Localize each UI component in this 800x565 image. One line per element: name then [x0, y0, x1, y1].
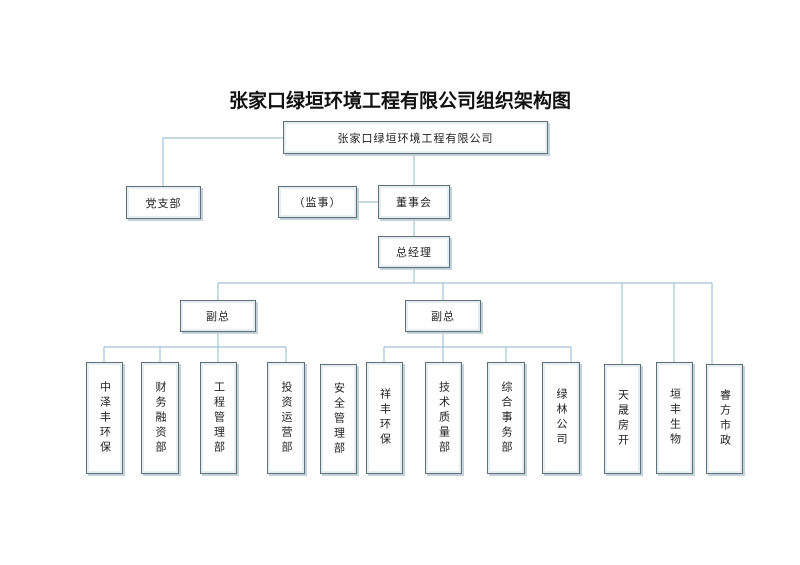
node-vice-president-2: 副总 [405, 300, 481, 332]
node-supervisor: （监事） [278, 186, 357, 218]
node-dept-finance: 财务融资部 [141, 362, 179, 474]
node-party-branch: 党支部 [126, 186, 201, 219]
node-vice-president-1: 副总 [180, 300, 256, 332]
node-dept-lulin: 绿林公司 [542, 362, 580, 474]
node-dept-engineering: 工程管理部 [200, 362, 237, 474]
node-general-manager: 总经理 [378, 236, 450, 268]
node-dept-zhongzefeng: 中泽丰环保 [86, 362, 123, 474]
node-dept-general-affairs: 综合事务部 [487, 362, 525, 474]
node-sub-yuanfeng: 垣丰生物 [656, 362, 693, 474]
node-company: 张家口绿垣环境工程有限公司 [283, 121, 548, 154]
chart-title: 张家口绿垣环境工程有限公司组织架构图 [228, 90, 571, 112]
node-dept-xiangfeng: 祥丰环保 [366, 362, 403, 474]
node-dept-investment: 投资运营部 [267, 362, 305, 474]
connector-company-party [162, 137, 283, 186]
node-board: 董事会 [378, 185, 450, 219]
node-dept-tech-quality: 技术质量部 [425, 362, 462, 474]
node-sub-tiansheng: 天晟房开 [604, 364, 641, 474]
node-dept-safety: 安全管理部 [320, 364, 357, 474]
node-sub-ruifang: 睿方市政 [706, 364, 743, 474]
